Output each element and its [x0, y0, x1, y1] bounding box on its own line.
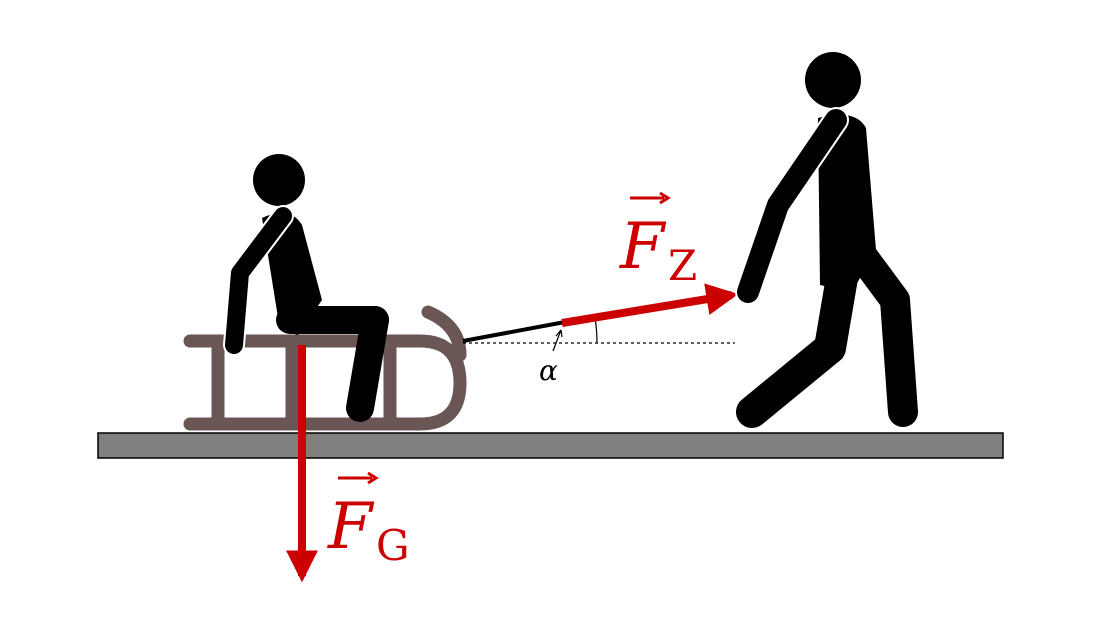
- adult-head: [805, 52, 861, 108]
- angle-arc: [594, 317, 598, 344]
- adult-figure: [735, 52, 918, 428]
- angle-pointer: [552, 329, 562, 352]
- pull-force-symbol: F: [619, 210, 667, 284]
- child-figure: [223, 154, 389, 422]
- gravity-force-label: F G: [327, 471, 410, 570]
- rope: [462, 320, 566, 343]
- pull-force-arrow: [561, 283, 739, 327]
- gravity-force-symbol: F: [327, 490, 375, 564]
- gravity-force-subscript: G: [376, 521, 410, 570]
- pull-force-label: F Z: [619, 191, 697, 290]
- ground: [97, 432, 1004, 459]
- angle-label: α: [539, 354, 558, 387]
- child-head: [253, 154, 305, 206]
- pull-force-subscript: Z: [668, 241, 697, 290]
